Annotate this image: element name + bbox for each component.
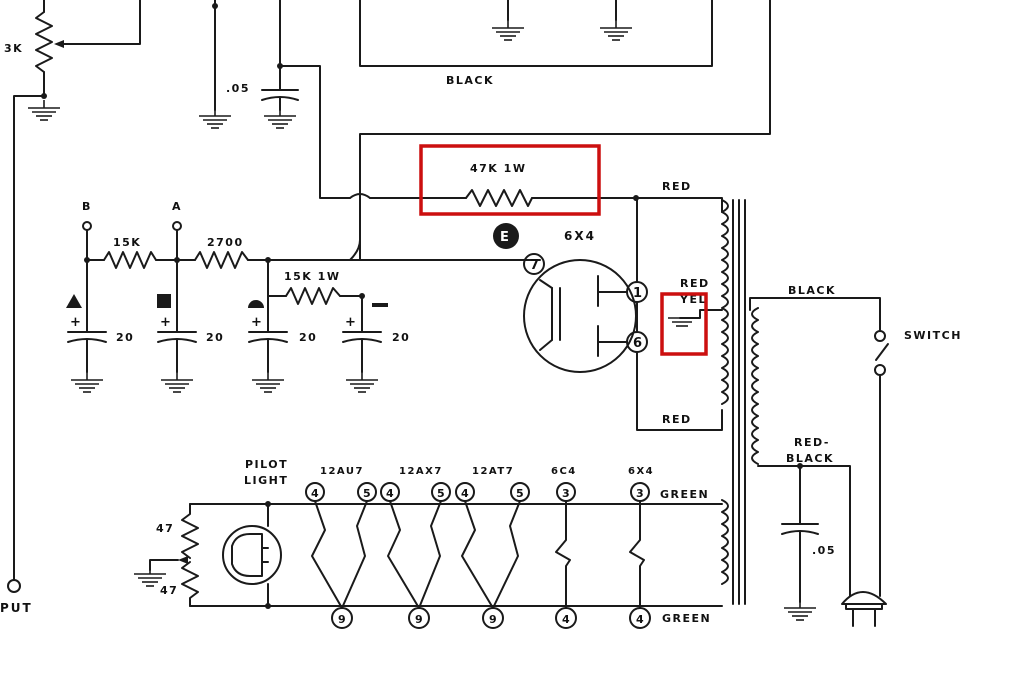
pilot-label-2: LIGHT: [244, 474, 288, 487]
svg-text:+: +: [251, 315, 262, 330]
cap1-label: 20: [116, 331, 134, 344]
res-47-b-label: 47: [160, 584, 178, 597]
pin-4a: 4: [311, 487, 319, 500]
wire-red-mid: RED: [680, 277, 710, 290]
svg-text:+: +: [160, 315, 171, 330]
pin-7-label: 7: [530, 258, 539, 273]
wire-red-bottom: RED: [662, 413, 692, 426]
pilot-label-1: PILOT: [245, 458, 288, 471]
res-47-a-label: 47: [156, 522, 174, 535]
pin-9b: 9: [415, 613, 423, 626]
tube-6x4-fil-label: 6X4: [628, 466, 654, 477]
pin-5c: 5: [516, 487, 524, 500]
pin-3a: 3: [562, 487, 570, 500]
res-2700-label: 2700: [207, 236, 244, 249]
tube-e-label: E: [500, 230, 509, 245]
cap-05-right-label: .05: [812, 544, 836, 557]
pin-4b: 4: [386, 487, 394, 500]
tube-6c4-label: 6C4: [551, 466, 577, 477]
wire-red-top: RED: [662, 180, 692, 193]
pot-3k: [7, 0, 141, 593]
green-bottom-label: GREEN: [662, 612, 711, 625]
pin-1-label: 1: [633, 286, 642, 301]
pin-9c: 9: [489, 613, 497, 626]
rectifier-tube: [493, 197, 723, 431]
tube-12au7-label: 12AU7: [320, 466, 364, 477]
pin-9a: 9: [338, 613, 346, 626]
res-15k-1w-label: 15K 1W: [284, 270, 340, 283]
node-a-label: A: [172, 200, 182, 213]
pin-4c: 4: [461, 487, 469, 500]
green-top-label: GREEN: [660, 488, 709, 501]
svg-text:+: +: [345, 315, 356, 330]
pin-3b: 3: [636, 487, 644, 500]
highlight-box-yel: [660, 292, 708, 356]
svg-text:+: +: [70, 315, 81, 330]
res-47k-label: 47K 1W: [470, 162, 526, 175]
pin-4e: 4: [636, 613, 644, 626]
filter-network: + + + +: [66, 221, 541, 393]
cap2-label: 20: [206, 331, 224, 344]
black-top-label: BLACK: [446, 74, 494, 87]
red-black-label-2: BLACK: [786, 452, 834, 465]
cap4-label: 20: [392, 331, 410, 344]
red-black-label-1: RED-: [794, 436, 830, 449]
output-label: PUT: [0, 601, 33, 615]
power-transformer: [668, 199, 889, 627]
cap3-label: 20: [299, 331, 317, 344]
switch-label: SWITCH: [904, 329, 962, 342]
pot-3k-label: 3K: [4, 42, 23, 55]
top-caps: [198, 0, 351, 199]
node-b-label: B: [82, 200, 92, 213]
wire-black: BLACK: [788, 284, 836, 297]
cap-05-top-label: .05: [226, 82, 250, 95]
pin-6-label: 6: [633, 336, 642, 351]
top-box: [359, 0, 771, 261]
res-47k-line: [349, 189, 723, 213]
pin-5b: 5: [437, 487, 445, 500]
tube-12at7-label: 12AT7: [472, 466, 514, 477]
wire-yel: YEL: [679, 293, 707, 306]
tube-6x4-label: 6X4: [564, 229, 596, 243]
filament-wiring: [133, 482, 723, 629]
highlight-box-47k: [419, 144, 601, 216]
pin-4d: 4: [562, 613, 570, 626]
pin-5a: 5: [363, 487, 371, 500]
tube-12ax7-label: 12AX7: [399, 466, 443, 477]
res-15k-label: 15K: [113, 236, 141, 249]
